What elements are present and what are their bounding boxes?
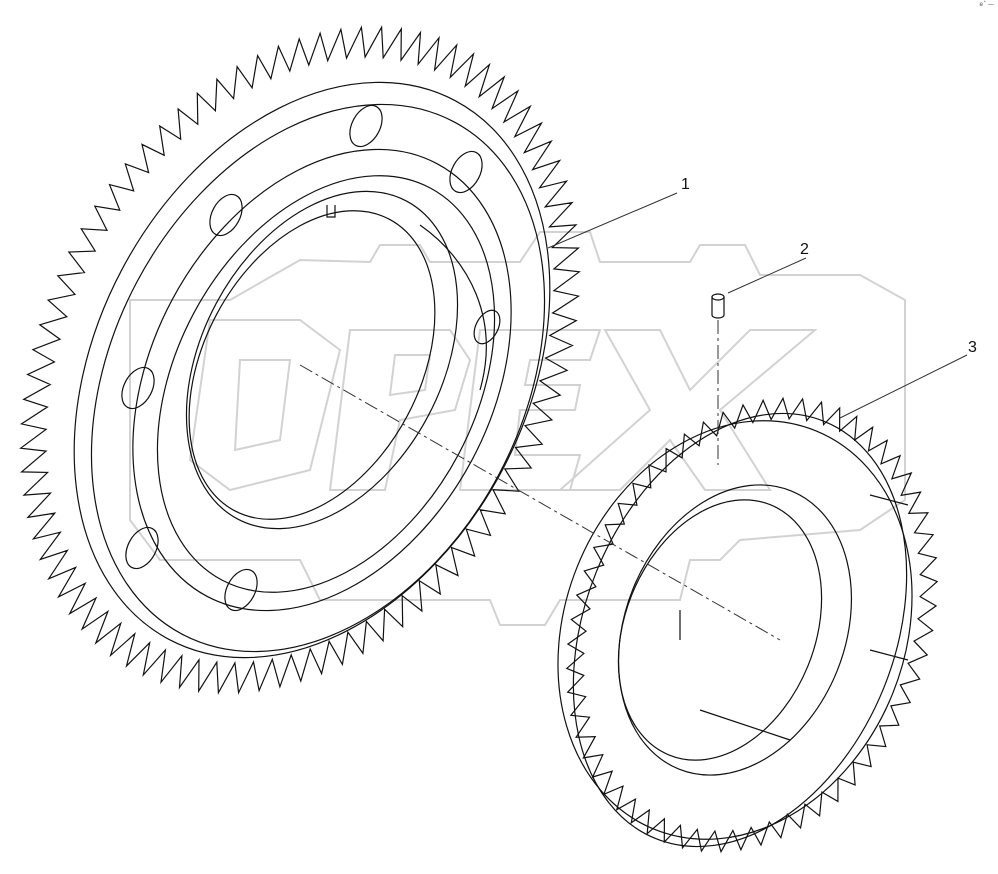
watermark-logo [129,231,906,626]
leader-lines [547,192,968,419]
callout-2: 2 [800,241,809,258]
large-gear-hub-outer [132,148,512,612]
corner-mark: eˆ ― [979,1,994,8]
dowel-pin [711,293,725,319]
large-gear [19,25,581,695]
callout-1: 1 [681,176,690,193]
large-gear-bolt-holes [121,104,501,612]
assembly-lines [299,320,781,641]
large-gear-bore [185,190,459,530]
small-gear-bore [617,484,853,776]
large-gear-rim [73,81,551,659]
large-gear-teeth [19,25,581,695]
small-gear [557,396,939,854]
callout-3: 3 [968,339,977,356]
small-gear-teeth [565,396,939,854]
small-gear-rim [572,412,908,848]
